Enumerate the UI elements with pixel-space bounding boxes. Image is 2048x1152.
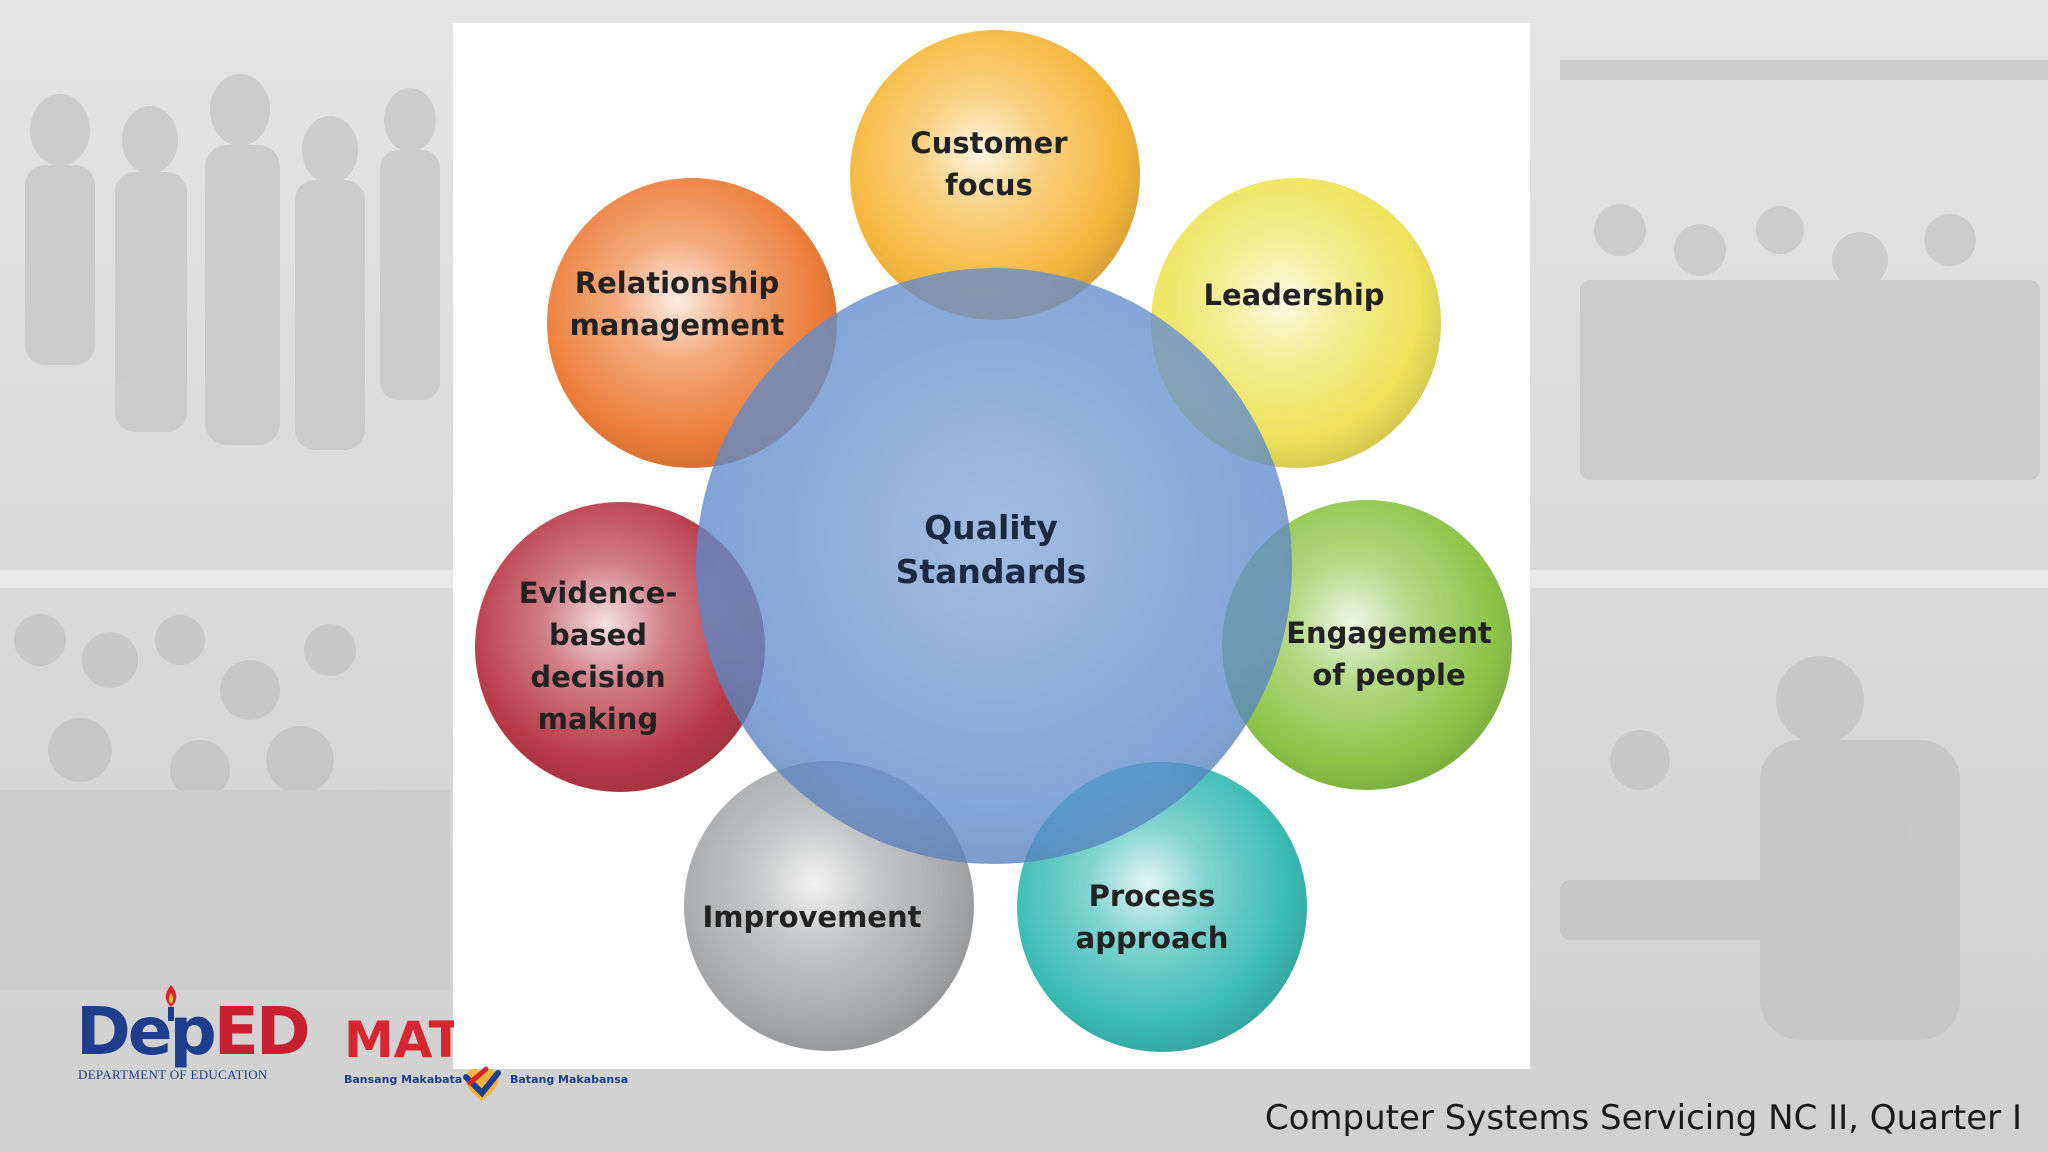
matatag-wordmark: MAT [344,1015,454,1065]
label-improvement: Improvement [703,900,922,934]
torch-icon [165,985,177,1021]
center-circle-quality-standards [696,268,1292,864]
course-footer: Computer Systems Servicing NC II, Quarte… [1264,1098,2022,1138]
matatag-tagline-right: Batang Makabansa [510,1073,629,1086]
bubble-engagement-of-people [1222,500,1512,790]
bubble-customer-focus [850,30,1140,320]
hands-heart-icon [463,1066,501,1101]
label-leadership: Leadership [1203,278,1384,312]
deped-wordmark: DepED [76,993,311,1070]
bubble-evidence-based-decision-making [475,502,765,792]
deped-logo: DepED DEPARTMENT OF EDUCATION [70,985,311,1095]
matatag-tagline-left: Bansang Makabata [344,1073,463,1086]
deped-subtitle: DEPARTMENT OF EDUCATION [78,1067,268,1082]
matatag-logo: MAT Bansang Makabata Batang Makabansa [342,1015,642,1105]
